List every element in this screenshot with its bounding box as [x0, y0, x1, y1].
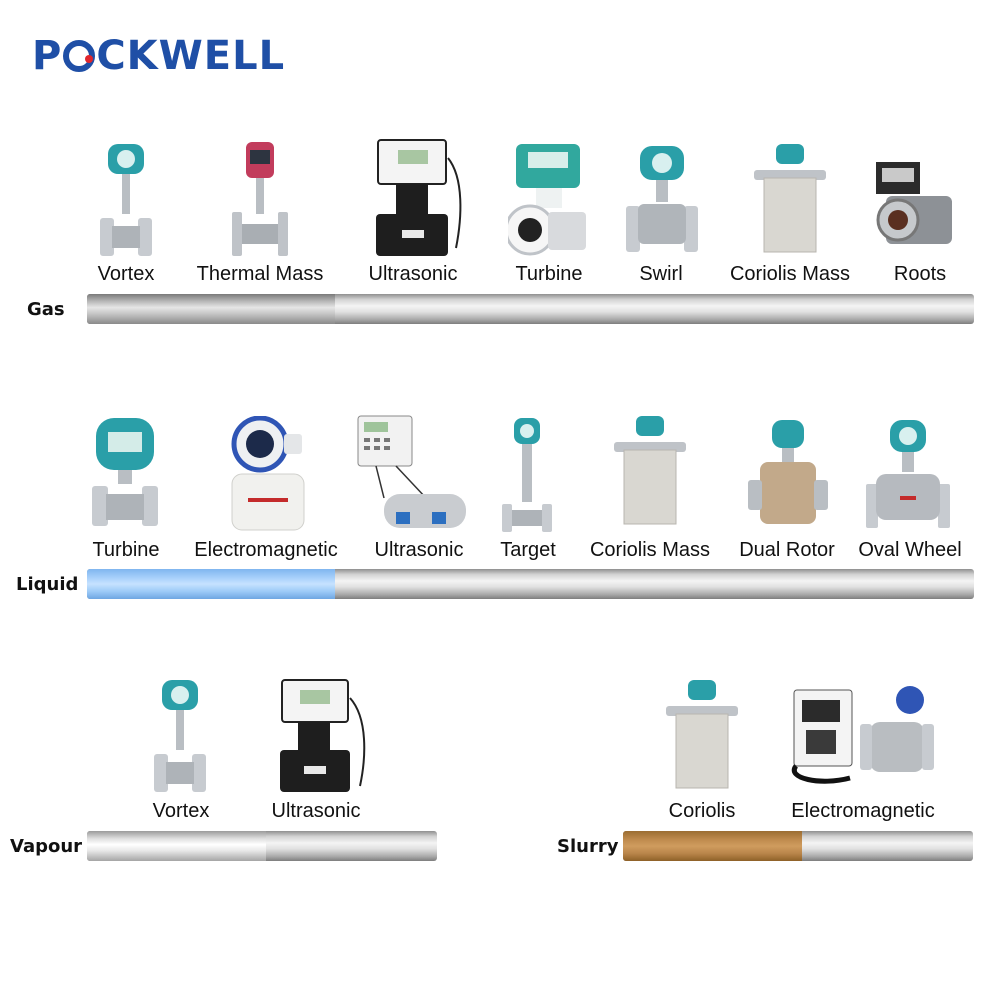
- vapour-pipe: [87, 831, 437, 861]
- gas-device-label: Turbine: [515, 263, 583, 285]
- coriolis-mass-liquid-flowmeter-icon: [612, 416, 688, 528]
- target-flowmeter-icon: [502, 416, 552, 534]
- thermal-mass-flowmeter-icon: [232, 140, 288, 260]
- slurry-fill: [623, 831, 802, 861]
- coriolis-slurry-flowmeter-icon: [664, 680, 740, 792]
- vapour-device-label: Ultrasonic: [271, 800, 361, 822]
- gas-device-label: Swirl: [639, 263, 683, 285]
- pockwell-logo: P CKWELL: [32, 36, 285, 76]
- turbine-liquid-flowmeter-icon: [92, 416, 158, 530]
- vapour-fill: [87, 831, 266, 861]
- liquid-pipe: [87, 569, 974, 599]
- liquid-device-label: Target: [500, 539, 556, 561]
- dual-rotor-flowmeter-icon: [748, 418, 828, 530]
- gas-pipe: [87, 294, 974, 324]
- liquid-device-label: Coriolis Mass: [589, 539, 711, 561]
- gas-fill: [87, 294, 336, 324]
- logo-ring-icon: [63, 40, 96, 72]
- liquid-device-label: Ultrasonic: [374, 539, 464, 561]
- liquid-fill: [87, 569, 336, 599]
- ultrasonic-vapour-flowmeter-icon: [276, 678, 368, 796]
- gas-device-label: Coriolis Mass: [729, 263, 851, 285]
- liquid-device-label: Electromagnetic: [194, 539, 338, 561]
- vapour-label: Vapour: [10, 836, 83, 857]
- oval-wheel-flowmeter-icon: [866, 418, 950, 532]
- liquid-device-label: Oval Wheel: [858, 539, 962, 561]
- slurry-device-label: Electromagnetic: [791, 800, 935, 822]
- roots-flowmeter-icon: [872, 160, 964, 248]
- liquid-label: Liquid: [16, 574, 79, 595]
- electromagnetic-flowmeter-icon: [230, 416, 306, 532]
- gas-device-label: Ultrasonic: [368, 263, 458, 285]
- turbine-gas-flowmeter-icon: [508, 142, 590, 258]
- vortex-vapour-flowmeter-icon: [152, 678, 208, 794]
- electromagnetic-slurry-flowmeter-icon: [790, 682, 936, 788]
- logo-text-p: P: [32, 33, 63, 79]
- swirl-flowmeter-icon: [626, 144, 698, 256]
- vortex-flowmeter-icon: [98, 140, 154, 260]
- ultrasonic-clamp-on-flowmeter-icon: [356, 414, 468, 532]
- logo-text-rest: CKWELL: [96, 33, 286, 79]
- slurry-device-label: Coriolis: [668, 800, 736, 822]
- liquid-device-label: Turbine: [92, 539, 160, 561]
- coriolis-mass-gas-flowmeter-icon: [752, 144, 828, 256]
- liquid-device-label: Dual Rotor: [739, 539, 835, 561]
- gas-device-label: Thermal Mass: [196, 263, 324, 285]
- gas-label: Gas: [27, 299, 65, 320]
- gas-device-label: Vortex: [97, 263, 155, 285]
- ultrasonic-gas-flowmeter-icon: [372, 138, 464, 262]
- slurry-label: Slurry: [557, 836, 619, 857]
- slurry-pipe: [623, 831, 973, 861]
- gas-device-label: Roots: [893, 263, 947, 285]
- vapour-device-label: Vortex: [152, 800, 210, 822]
